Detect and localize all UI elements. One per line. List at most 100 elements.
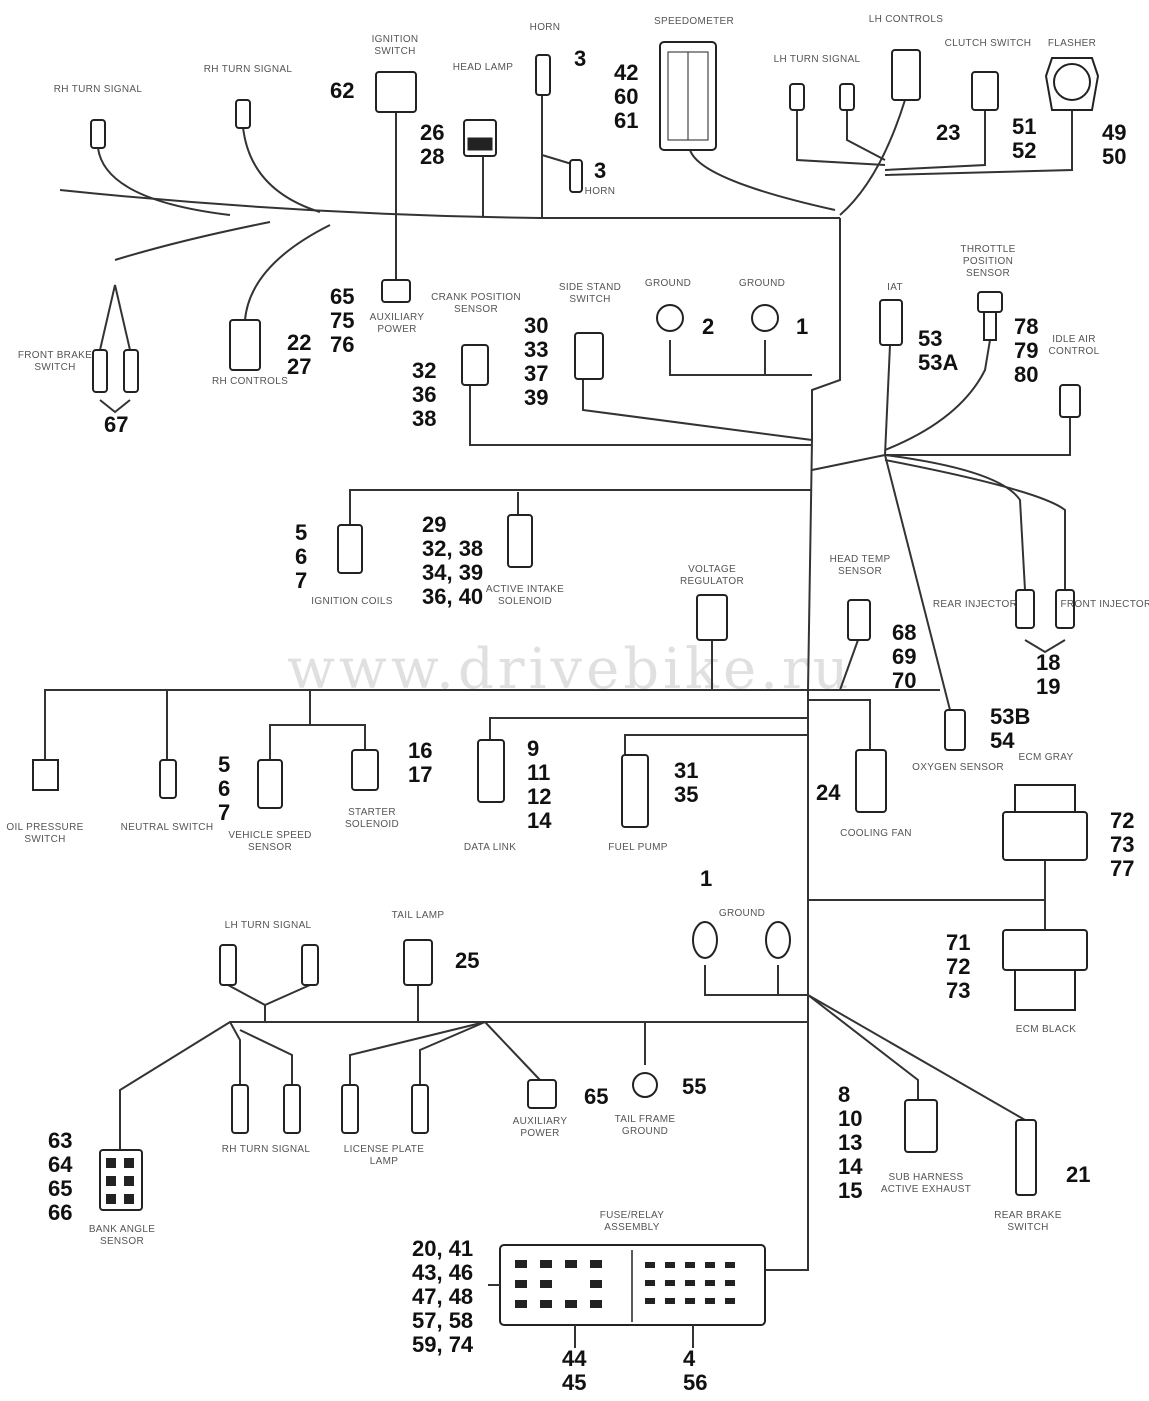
neutral-switch-label: NEUTRAL SWITCH <box>121 822 214 833</box>
horn-bottom-part-numbers: 3 <box>594 158 606 183</box>
rear-brake-switch-connector <box>1015 1119 1037 1196</box>
cooling-fan-connector <box>855 749 887 813</box>
front-brake-switch-part-numbers: 67 <box>104 412 128 437</box>
ground-lower-ring-left <box>692 921 718 959</box>
rh-turn-signal-lower-right <box>283 1084 301 1134</box>
lh-turn-signal-top-connector-2 <box>839 83 855 111</box>
starter-solenoid-connector <box>351 749 379 791</box>
sub-harness-active-exhaust-connector <box>904 1099 938 1153</box>
rh-controls-label: RH CONTROLS <box>212 376 288 387</box>
oxygen-sensor-label: OXYGEN SENSOR <box>912 762 1004 773</box>
ground-2-label: GROUND <box>645 278 691 289</box>
cooling-fan-label: COOLING FAN <box>840 828 912 839</box>
license-plate-lamp-right <box>411 1084 429 1134</box>
data-link-connector <box>477 739 505 803</box>
watermark: www.drivebike.ru <box>287 637 853 702</box>
rh-controls-connector <box>229 319 261 371</box>
throttle-position-sensor-connector <box>977 291 1003 313</box>
auxiliary-power-lower-part-numbers: 65 <box>584 1084 608 1109</box>
tail-lamp-connector <box>403 939 433 986</box>
rh-turn-signal-lower-left <box>231 1084 249 1134</box>
horn-top-part-numbers: 3 <box>574 46 586 71</box>
horn-bottom-label: HORN <box>585 186 616 197</box>
ignition-coils-label: IGNITION COILS <box>311 596 392 607</box>
ground-lower-ring-right <box>765 921 791 959</box>
fuel-pump-label: FUEL PUMP <box>608 842 668 853</box>
ground-2-part-numbers: 2 <box>702 314 714 339</box>
horn-bottom-connector <box>569 159 583 193</box>
ground-2-ring <box>656 304 684 332</box>
rh-turn-signal-top-label: RH TURN SIGNAL <box>54 84 143 95</box>
iat-connector <box>879 299 903 346</box>
front-brake-switch-left <box>92 349 108 393</box>
ground-lower-label: GROUND <box>719 908 765 919</box>
idle-air-control-connector <box>1059 384 1081 418</box>
clutch-switch-connector <box>971 71 999 111</box>
lh-controls-connector <box>891 49 921 101</box>
rh-turn-signal-top-connector <box>90 119 106 149</box>
crank-position-sensor-connector <box>461 344 489 386</box>
components <box>32 41 1100 1348</box>
rh-turn-signal-2-label: RH TURN SIGNAL <box>204 64 293 75</box>
voltage-regulator-connector <box>696 594 728 641</box>
front-injector-connector <box>1055 589 1075 629</box>
license-plate-lamp-left <box>341 1084 359 1134</box>
rh-turn-signal-lower-label: RH TURN SIGNAL <box>222 1144 311 1155</box>
ecm-gray-label: ECM GRAY <box>1019 752 1074 763</box>
oxygen-sensor-connector <box>944 709 966 751</box>
head-lamp-label: HEAD LAMP <box>453 62 514 73</box>
flasher-label: FLASHER <box>1048 38 1096 49</box>
speedometer-label: SPEEDOMETER <box>654 16 734 27</box>
rear-injector-label: REAR INJECTOR <box>933 599 1017 610</box>
front-injector-label: FRONT INJECTOR <box>1060 599 1149 610</box>
neutral-switch-connector <box>159 759 177 799</box>
oil-pressure-switch-connector <box>32 759 59 791</box>
ecm-black-connector <box>1002 929 1088 971</box>
data-link-label: DATA LINK <box>464 842 516 853</box>
wires <box>44 95 1073 1271</box>
rear-brake-switch-part-numbers: 21 <box>1066 1162 1090 1187</box>
rear-injector-connector <box>1015 589 1035 629</box>
clutch-switch-label: CLUTCH SWITCH <box>945 38 1032 49</box>
ignition-coils-connector <box>337 524 363 574</box>
front-brake-switch-right <box>123 349 139 393</box>
side-stand-switch-connector <box>574 332 604 380</box>
tail-frame-ground-part-numbers: 55 <box>682 1074 706 1099</box>
lh-turn-signal-top-label: LH TURN SIGNAL <box>774 54 861 65</box>
